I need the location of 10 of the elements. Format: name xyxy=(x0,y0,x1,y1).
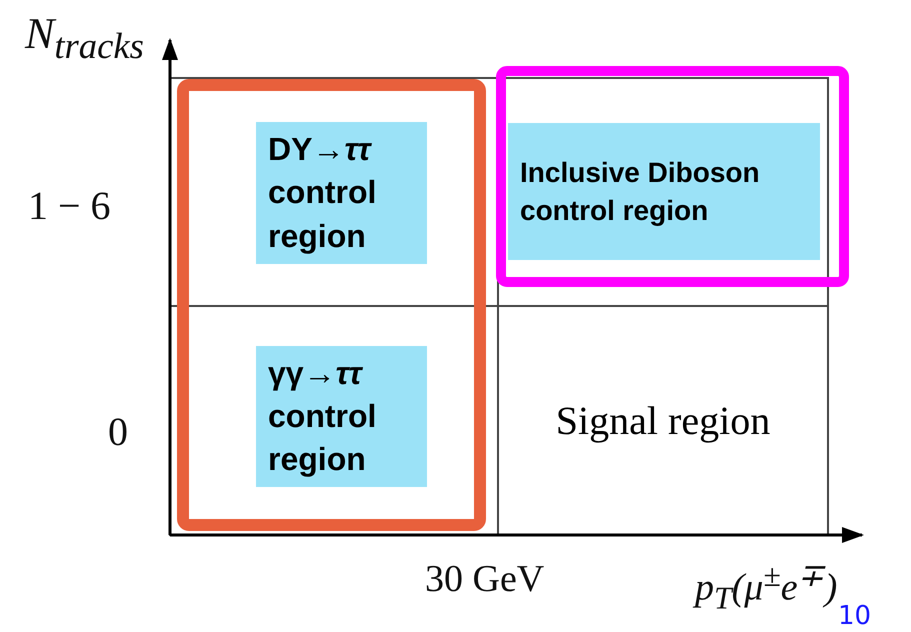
axis-title: N$_{tracks}$ xyxy=(25,12,144,64)
region-label: DY→ττ control region xyxy=(256,122,427,264)
region-label: γγ→ττ control region xyxy=(256,346,427,487)
tick-label: 30 GeV xyxy=(425,560,544,598)
region-label: Signal region xyxy=(500,308,826,533)
region-label: Inclusive Diboson control region xyxy=(508,123,820,260)
axis-title: p$_{T}$(μ$^{±}$e$^{∓}$) xyxy=(695,560,838,614)
page-number: 10 xyxy=(838,603,872,629)
tick-label: 0 xyxy=(108,412,128,452)
tick-label: 1 − 6 xyxy=(28,186,111,226)
